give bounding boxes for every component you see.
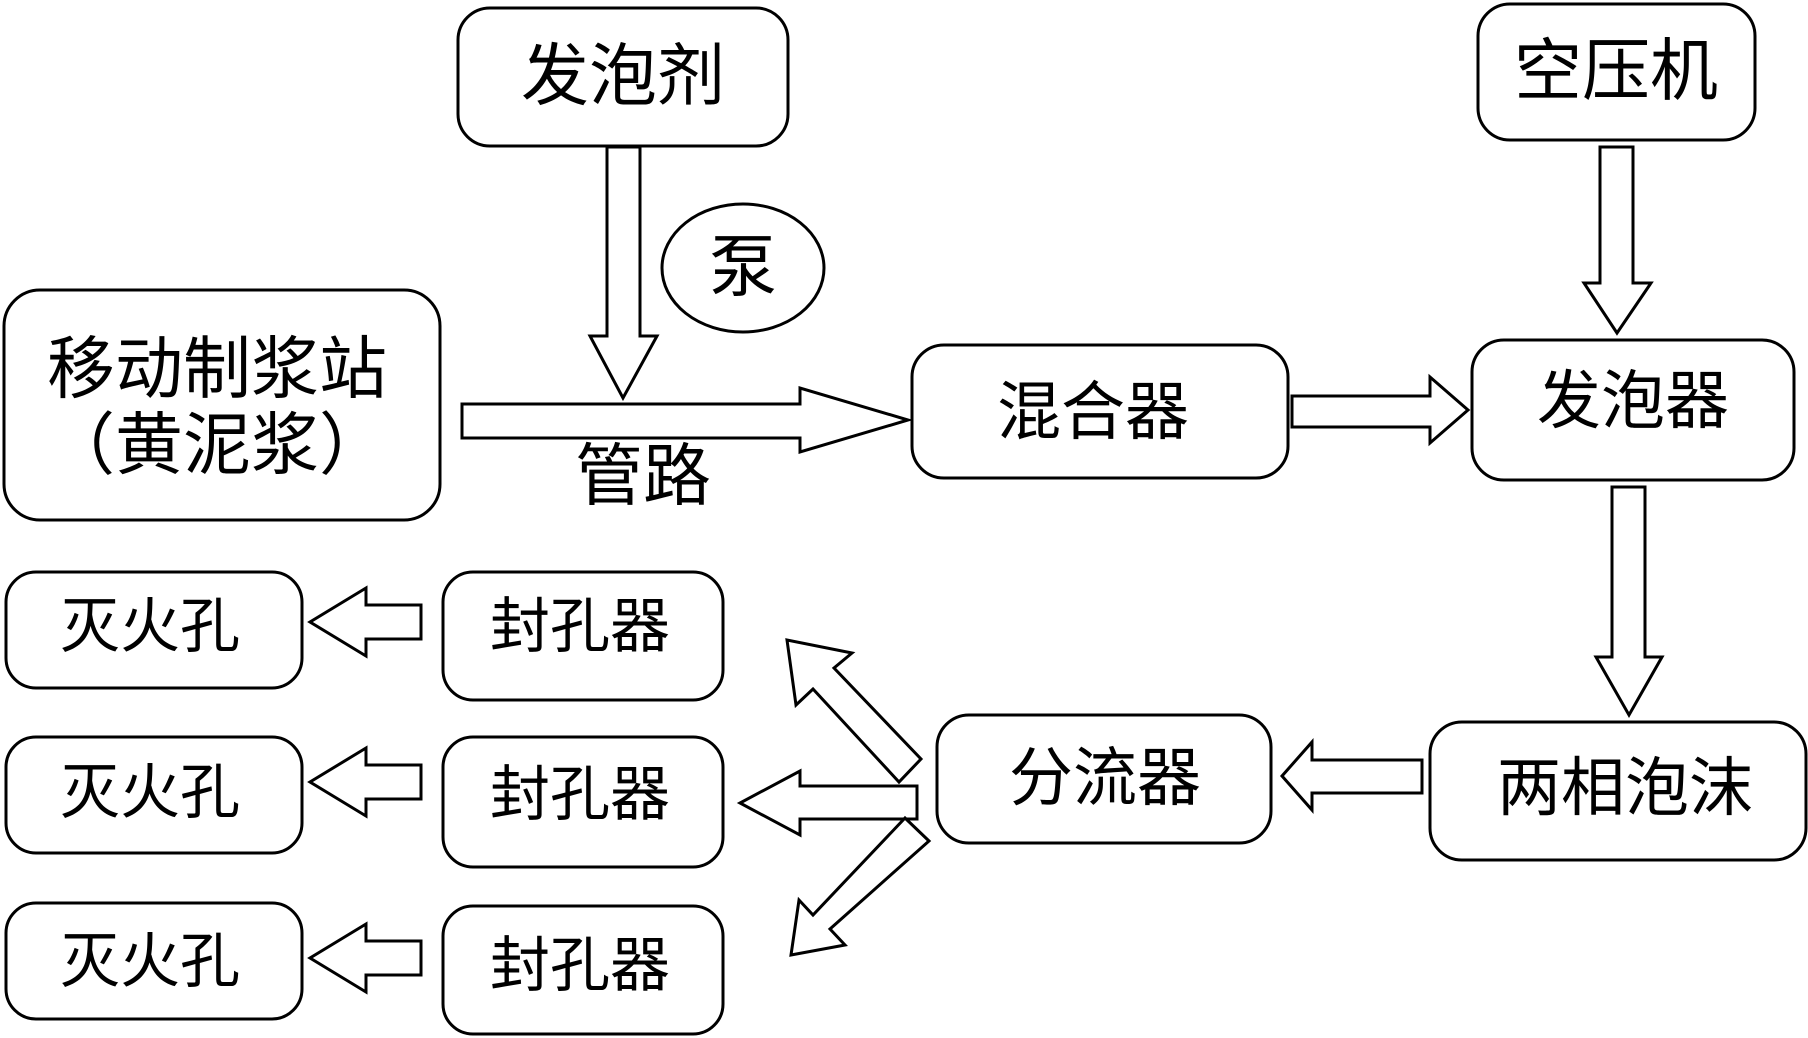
node-sealer-3: 封孔器 [441,904,725,1036]
fire-hole-label: 灭火孔 [60,927,240,997]
mobile-station-label-line1: 移动制浆站 [47,331,387,410]
arrow-foaming-agent-down [587,145,660,402]
node-foaming-agent: 发泡剂 [456,6,790,148]
node-two-phase-foam: 两相泡沫 [1428,720,1808,862]
node-diverter: 分流器 [935,713,1273,845]
arrow-compressor-to-generator [1581,145,1654,336]
foaming-agent-label: 发泡剂 [521,38,725,117]
node-sealer-2: 封孔器 [441,735,725,869]
node-mobile-station: 移动制浆站 （黄泥浆） [2,288,442,522]
fire-hole-label: 灭火孔 [60,592,240,662]
air-compressor-label: 空压机 [1514,33,1718,112]
arrow-mixer-to-generator [1290,373,1471,447]
arrow-sealer-to-fire-hole-3 [307,921,423,995]
node-air-compressor: 空压机 [1476,2,1757,142]
pipeline-label: 管路 [575,438,711,517]
arrow-generator-to-foam [1593,485,1665,719]
node-mixer: 混合器 [910,343,1290,480]
arrow-foam-to-diverter [1279,738,1424,814]
arrow-diverter-to-sealer-2 [736,768,919,838]
fire-hole-label: 灭火孔 [60,758,240,828]
mixer-label: 混合器 [997,376,1189,450]
node-pump: 泵 [660,202,826,334]
node-fire-hole-2: 灭火孔 [4,735,304,855]
arrow-station-to-mixer [460,385,914,455]
sealer-label: 封孔器 [490,931,670,1001]
sealer-label: 封孔器 [490,760,670,830]
arrow-sealer-to-fire-hole-1 [307,585,423,659]
arrow-diverter-to-sealer-3 [789,815,932,957]
node-foam-generator: 发泡器 [1470,338,1796,482]
node-fire-hole-3: 灭火孔 [4,901,304,1021]
node-sealer-1: 封孔器 [441,570,725,702]
pump-label: 泵 [709,229,777,308]
two-phase-foam-label: 两相泡沫 [1497,752,1753,826]
sealer-label: 封孔器 [490,592,670,662]
mobile-station-label-line2: （黄泥浆） [47,407,387,486]
arrow-diverter-to-sealer-1 [785,638,924,785]
arrow-sealer-to-fire-hole-2 [307,745,423,819]
diverter-label: 分流器 [1009,742,1201,816]
foam-generator-label: 发泡器 [1537,365,1729,439]
node-fire-hole-1: 灭火孔 [4,570,304,690]
